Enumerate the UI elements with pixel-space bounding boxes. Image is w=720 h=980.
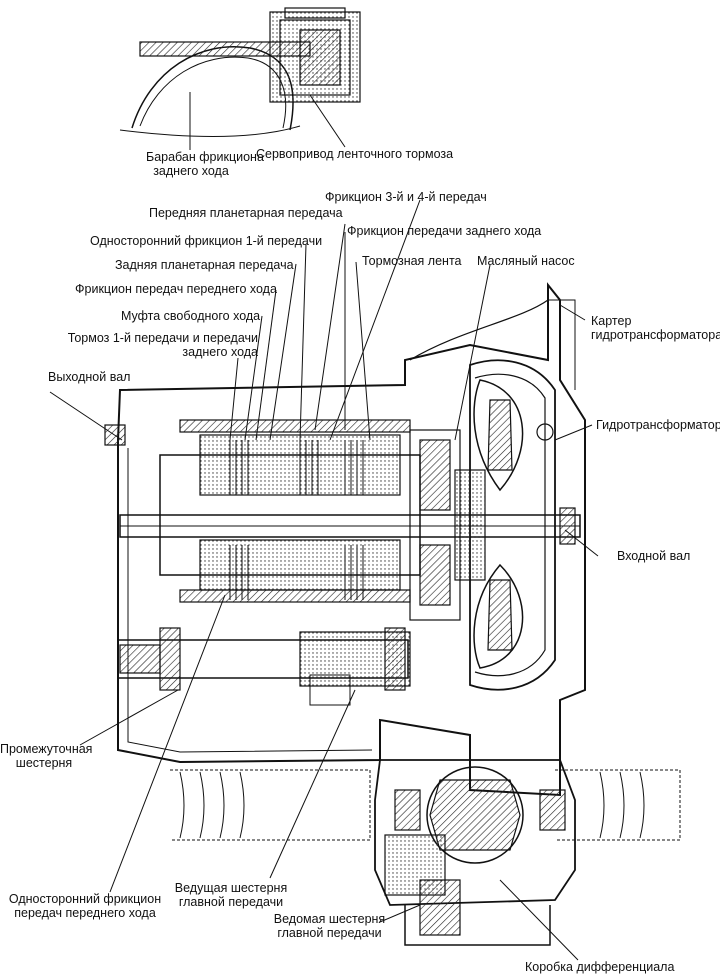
- label-reverse-clutch: Фрикцион передачи заднего хода: [347, 224, 542, 238]
- label-idler-line2: шестерня: [15, 756, 73, 770]
- label-drive-gear-line2: главной передачи: [178, 895, 284, 909]
- transmission-housing: [104, 282, 586, 797]
- idler-shaft: [117, 627, 411, 706]
- label-housing-line2: гидротрансформатора: [591, 328, 720, 342]
- label-oneway-fwd-line1: Односторонний фрикцион: [8, 892, 162, 906]
- label-brake-band: Тормозная лента: [362, 254, 462, 268]
- clutch-packs: [159, 419, 421, 603]
- label-torque-converter: Гидротрансформатор: [596, 418, 720, 432]
- label-band-servo: Сервопривод ленточного тормоза: [256, 147, 454, 161]
- label-front-planetary: Передняя планетарная передача: [149, 206, 343, 220]
- label-oneway-1st: Односторонний фрикцион 1-й передачи: [90, 234, 323, 248]
- differential: [374, 759, 576, 946]
- label-idler-gear: Промежуточная шестерня: [0, 742, 93, 770]
- inset-drum-and-servo: [119, 7, 361, 150]
- label-converter-housing: Картер гидротрансформатора: [591, 314, 720, 342]
- label-drum-line2: заднего хода: [153, 164, 229, 178]
- torque-converter: [454, 359, 556, 691]
- oil-pump: [409, 429, 461, 621]
- label-clutch-3-4: Фрикцион 3-й и 4-й передач: [325, 190, 487, 204]
- label-freewheel: Муфта свободного хода: [121, 309, 261, 323]
- label-housing-line1: Картер: [591, 314, 632, 328]
- label-brake-1st-line2: заднего хода: [182, 345, 258, 359]
- label-driven-gear-line1: Ведомая шестерня: [273, 912, 386, 926]
- label-drive-gear: Ведущая шестерня главной передачи: [165, 881, 297, 909]
- label-forward-clutch: Фрикцион передач переднего хода: [75, 282, 277, 296]
- main-shaft: [119, 507, 581, 545]
- label-oneway-fwd-line2: передач переднего хода: [14, 906, 156, 920]
- label-oil-pump: Масляный насос: [477, 254, 575, 268]
- label-drive-gear-line1: Ведущая шестерня: [174, 881, 288, 895]
- label-differential-case: Коробка дифференциала: [525, 960, 675, 974]
- label-output-shaft: Выходной вал: [48, 370, 131, 384]
- label-driven-gear-line2: главной передачи: [277, 926, 382, 940]
- label-brake-1st-line1: Тормоз 1-й передачи и передачи: [67, 331, 258, 345]
- axle-shafts: [170, 769, 681, 841]
- label-input-shaft: Входной вал: [617, 549, 691, 563]
- label-oneway-forward: Односторонний фрикцион передач переднего…: [0, 892, 170, 920]
- label-driven-gear: Ведомая шестерня главной передачи: [262, 912, 397, 940]
- label-brake-1st-reverse: Тормоз 1-й передачи и передачи заднего х…: [20, 331, 258, 359]
- label-idler-line1: Промежуточная: [0, 742, 93, 756]
- label-drum: Барабан фрикциона заднего хода: [146, 150, 264, 178]
- label-drum-line1: Барабан фрикциона: [146, 150, 264, 164]
- leader-lines: [49, 199, 599, 961]
- label-rear-planetary: Задняя планетарная передача: [115, 258, 294, 272]
